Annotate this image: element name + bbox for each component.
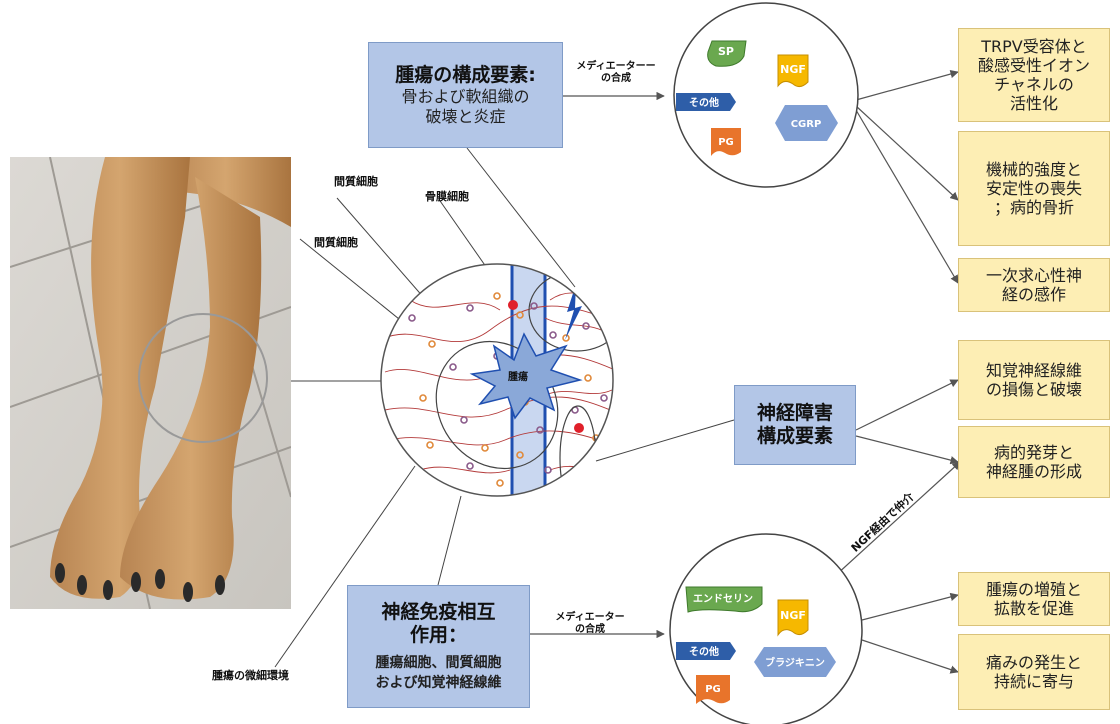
mediator-bottom-line1: メディエーター bbox=[555, 612, 625, 623]
other-label: その他 bbox=[689, 96, 719, 109]
ngf-label: NGF bbox=[780, 63, 806, 76]
endothelin-shape bbox=[685, 586, 763, 613]
other-bottom-label: その他 bbox=[689, 645, 719, 658]
tumor-component-line1: 骨および軟組織の bbox=[401, 86, 530, 106]
neuroimmune-line1: 腫瘍細胞、間質細胞 bbox=[375, 654, 502, 671]
mediator-top-line2: の合成 bbox=[601, 73, 631, 84]
cgrp-label: CGRP bbox=[791, 119, 822, 130]
mediator-top-line1: メディエーターー bbox=[576, 61, 656, 72]
dog-leg-photo bbox=[10, 157, 291, 609]
tumor-component-box: 腫瘍の構成要素: 骨および軟組織の 破壊と炎症 bbox=[368, 42, 563, 148]
pg-bottom-label: PG bbox=[705, 684, 721, 695]
mediator-synthesis-top: メディエーターー の合成 bbox=[572, 61, 660, 85]
tumor-component-title: 腫瘍の構成要素: bbox=[395, 63, 536, 86]
outcome-1-line2: 酸感受性イオン bbox=[977, 56, 1090, 75]
bottom-mediator-group: エンドセリン NGF その他 ブラジキニン PG bbox=[669, 533, 863, 724]
pg-shape bbox=[711, 128, 741, 156]
outcome-7-line2: 持続に寄与 bbox=[993, 672, 1074, 691]
outcome-1-line3: チャネルの bbox=[994, 75, 1074, 94]
cgrp-shape bbox=[775, 105, 838, 141]
sp-label: SP bbox=[718, 45, 734, 58]
connector-lines bbox=[274, 147, 735, 668]
top-box-to-tumor-line bbox=[466, 147, 576, 288]
claws bbox=[55, 563, 225, 602]
outcome-5-line2: 神経腫の形成 bbox=[985, 462, 1082, 481]
outcome-pathologic-fracture: 機械的強度と 安定性の喪失 ；病的骨折 bbox=[958, 131, 1110, 246]
outcome-6-line2: 拡散を促進 bbox=[993, 599, 1074, 618]
outcome-tumor-proliferation: 腫瘍の増殖と 拡散を促進 bbox=[958, 572, 1110, 626]
outcome-pain-persistence: 痛みの発生と 持続に寄与 bbox=[958, 634, 1110, 710]
immune-box-to-circle-line bbox=[437, 495, 462, 586]
left-leg bbox=[50, 157, 190, 599]
bradykinin-shape bbox=[754, 647, 836, 677]
neuropathic-line1: 神経障害 bbox=[756, 402, 833, 424]
outcome-7-line1: 痛みの発生と bbox=[985, 653, 1082, 672]
microenvironment-circle-group: 腫瘍 bbox=[380, 263, 614, 497]
outcome-6-line1: 腫瘍の増殖と bbox=[985, 580, 1082, 599]
neuroimmune-box: 神経免疫相互 作用： 腫瘍細胞、間質細胞 および知覚神経線維 bbox=[347, 585, 530, 708]
nerve-box-to-circle-line bbox=[595, 419, 735, 462]
outcome-2-line2: 安定性の喪失 bbox=[985, 179, 1082, 198]
arrow-out-1 bbox=[855, 69, 959, 101]
arrow-out-6 bbox=[861, 592, 959, 621]
arrow-out-2 bbox=[855, 105, 959, 201]
pg-bottom-shape bbox=[696, 675, 730, 704]
microenvironment-line bbox=[274, 465, 416, 668]
outcome-4-line2: の損傷と破壊 bbox=[985, 380, 1082, 399]
stromal-cell-label-1: 間質細胞 bbox=[334, 175, 378, 188]
arrow-out-5 bbox=[855, 435, 959, 465]
tumor-component-line2: 破壊と炎症 bbox=[425, 106, 506, 126]
neuroimmune-line2: および知覚神経線維 bbox=[375, 674, 502, 691]
other-shape bbox=[676, 93, 736, 111]
neuroimmune-title2: 作用： bbox=[409, 623, 467, 646]
outcome-3-line2: 経の感作 bbox=[1001, 285, 1066, 304]
ngf-bottom-label: NGF bbox=[780, 609, 806, 622]
top-mediator-group: SP NGF その他 CGRP PG bbox=[673, 2, 859, 188]
neuropathic-line2: 構成要素 bbox=[756, 425, 833, 447]
stromal-cell-label-2: 間質細胞 bbox=[314, 236, 358, 249]
bradykinin-label: ブラジキニン bbox=[765, 656, 825, 669]
outcome-1-line1: TRPV受容体と bbox=[981, 37, 1087, 56]
endothelin-label: エンドセリン bbox=[693, 593, 753, 605]
fracture-mark bbox=[565, 284, 582, 340]
outcome-nerve-damage: 知覚神経線維 の損傷と破壊 bbox=[958, 340, 1110, 420]
mediator-bottom-line2: の合成 bbox=[575, 624, 605, 635]
microenvironment-label: 腫瘍の微細環境 bbox=[212, 669, 289, 682]
outcome-3-line1: 一次求心性神 bbox=[985, 266, 1082, 285]
ngf-mediated-label: NGF経由で仲介 bbox=[848, 489, 917, 555]
right-leg bbox=[120, 177, 262, 600]
outcome-4-line1: 知覚神経線維 bbox=[985, 361, 1082, 380]
arrow-out-7 bbox=[861, 639, 959, 674]
outcome-trpv-activation: TRPV受容体と 酸感受性イオン チャネルの 活性化 bbox=[958, 28, 1110, 122]
lesion-highlight-circle bbox=[138, 313, 268, 443]
outcome-2-line3: ；病的骨折 bbox=[993, 198, 1074, 217]
tumor-label: 腫瘍 bbox=[508, 370, 528, 383]
arrow-out-4 bbox=[855, 379, 959, 431]
outcome-1-line4: 活性化 bbox=[1009, 94, 1058, 113]
other-bottom-shape bbox=[676, 642, 736, 660]
pg-label: PG bbox=[718, 137, 734, 148]
microenvironment-circle-border bbox=[380, 263, 614, 497]
outcome-5-line1: 病的発芽と bbox=[993, 443, 1074, 462]
outcome-2-line1: 機械的強度と bbox=[985, 160, 1082, 179]
arrows bbox=[530, 69, 961, 674]
neuropathic-component-box: 神経障害 構成要素 bbox=[734, 385, 856, 465]
outcome-afferent-sensitization: 一次求心性神 経の感作 bbox=[958, 258, 1110, 312]
periosteal-cell-label: 骨膜細胞 bbox=[425, 190, 469, 203]
sp-shape bbox=[707, 40, 747, 67]
neuroimmune-title1: 神経免疫相互 bbox=[381, 600, 496, 623]
outcome-neuroma-formation: 病的発芽と 神経腫の形成 bbox=[958, 426, 1110, 498]
ngf-shape bbox=[777, 54, 809, 88]
dog-leg-illustration bbox=[10, 157, 291, 609]
tumor-shape bbox=[469, 332, 583, 420]
mediator-synthesis-bottom: メディエーター の合成 bbox=[548, 612, 632, 636]
ngf-bottom-shape bbox=[777, 599, 809, 637]
arrow-out-3 bbox=[855, 109, 959, 284]
